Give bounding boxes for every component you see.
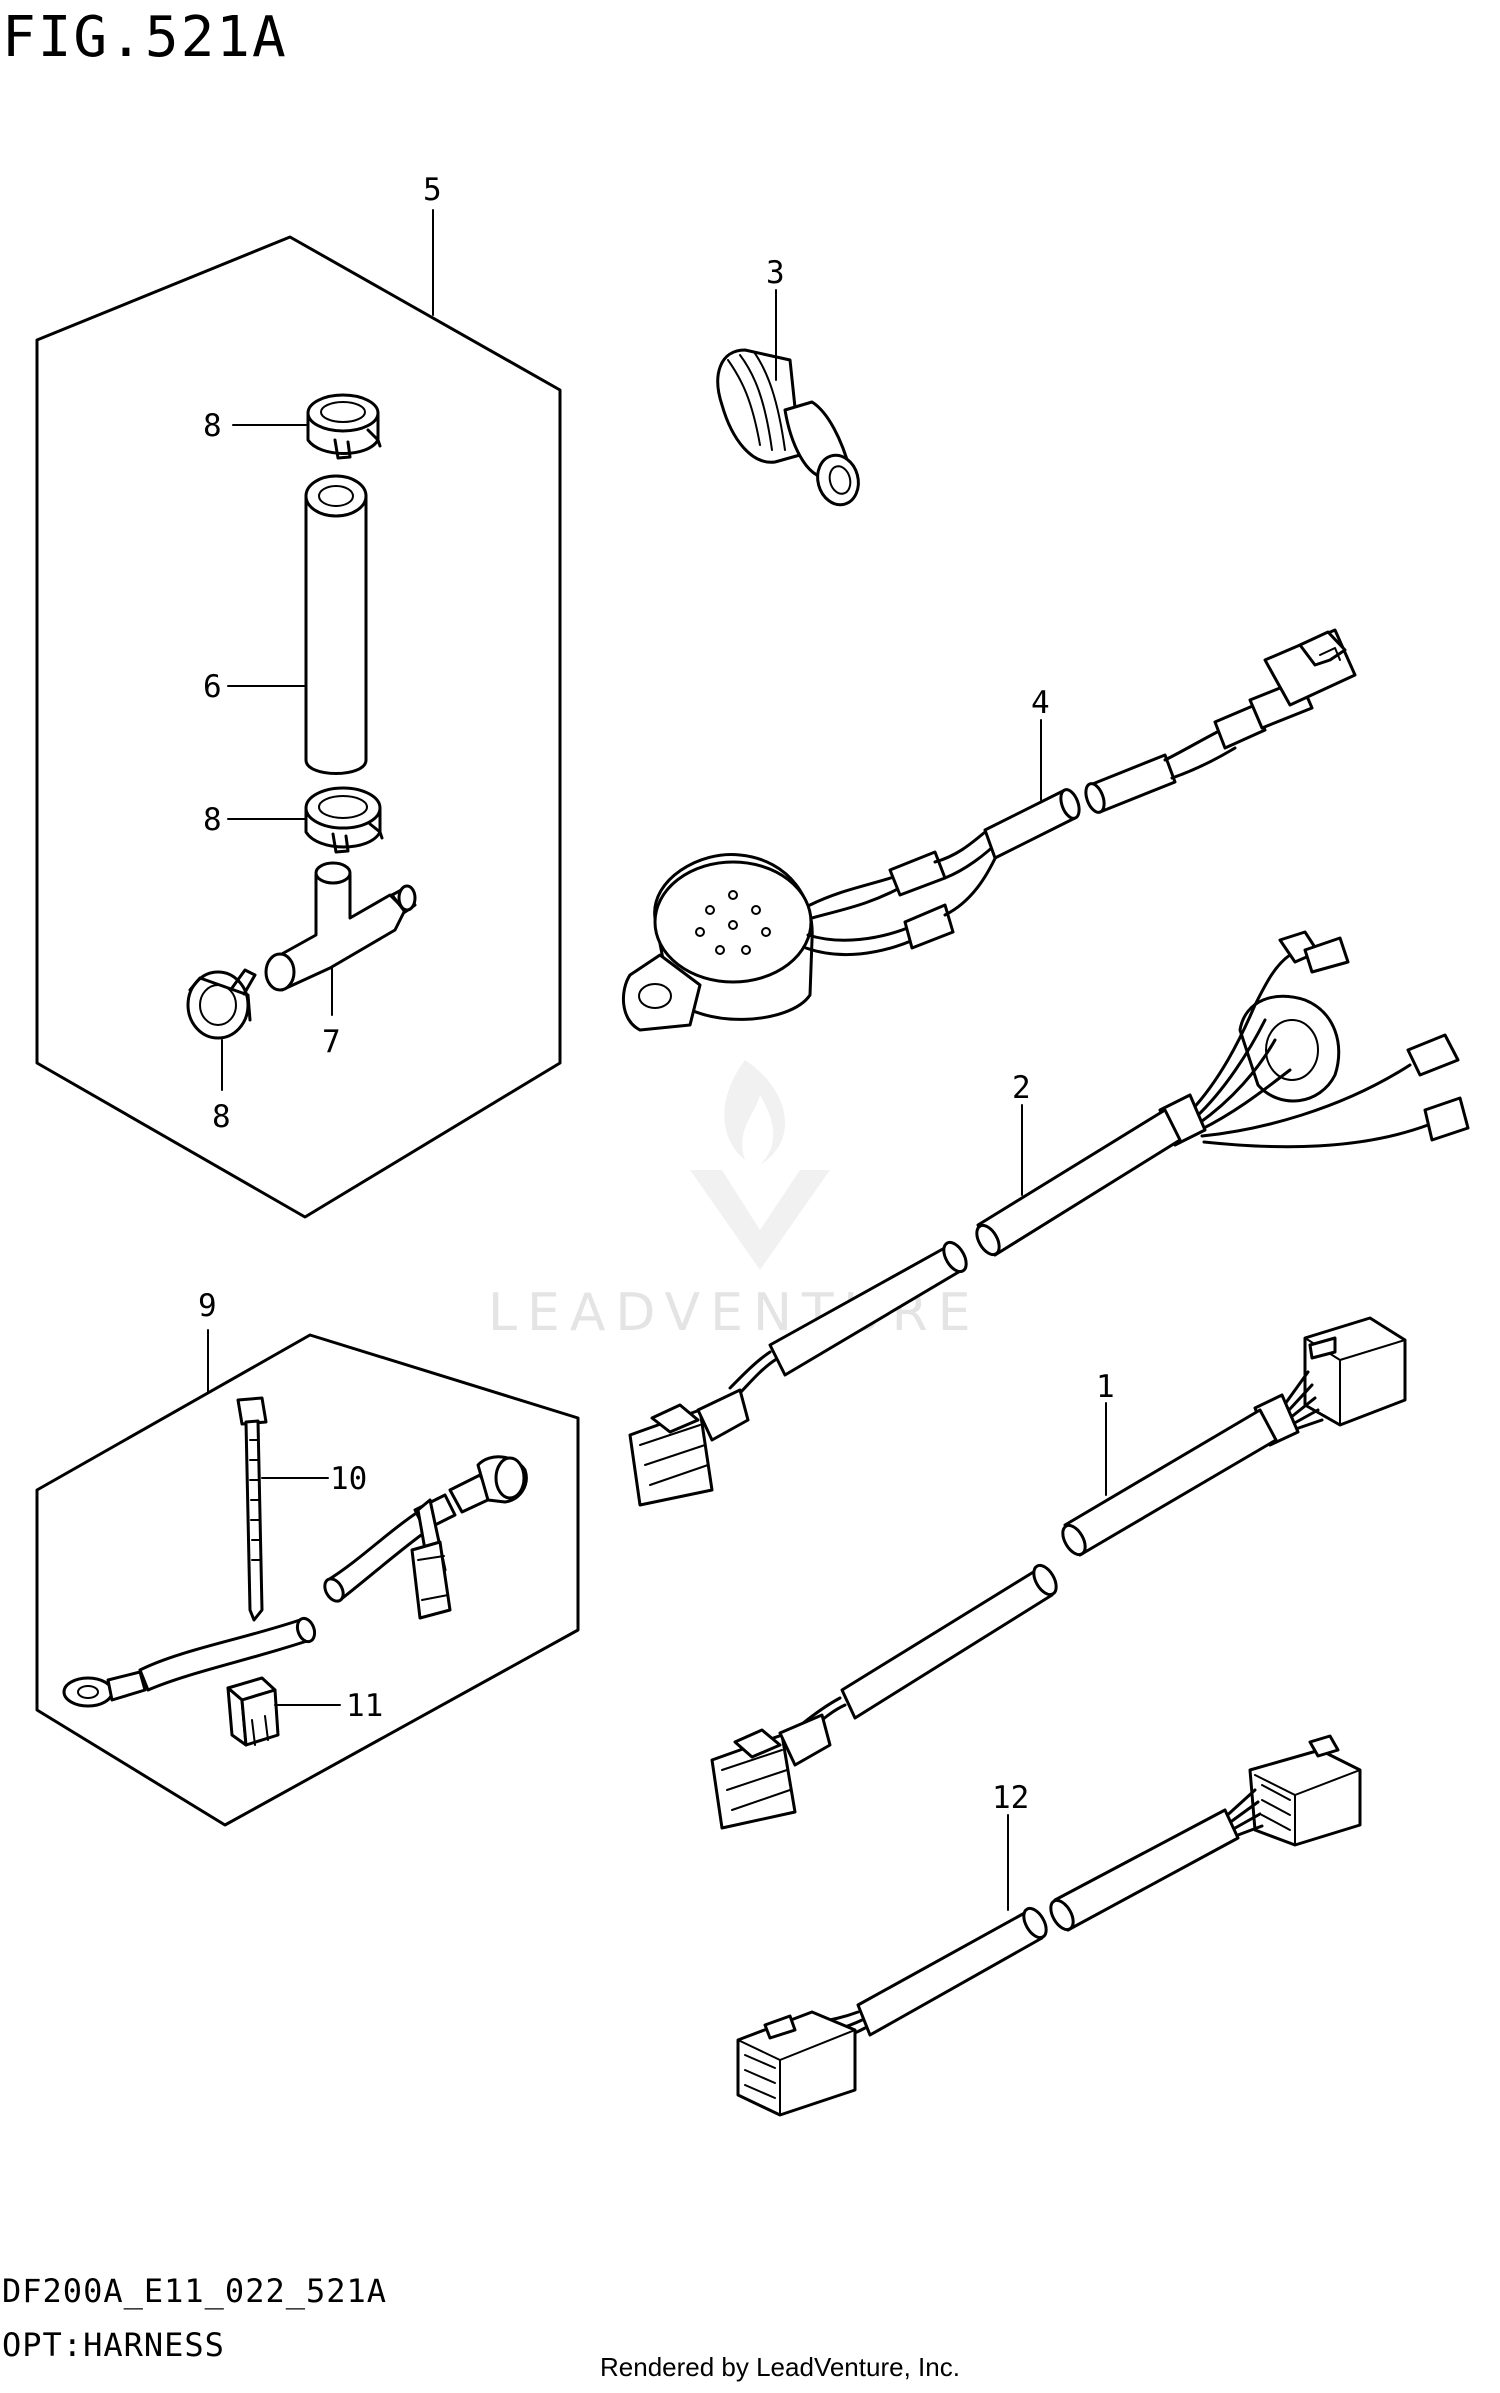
- plug-3: [716, 348, 860, 507]
- callout-2: 2: [1012, 1070, 1031, 1106]
- clamp-8-top: [306, 393, 382, 460]
- callout-9: 9: [198, 1288, 217, 1324]
- callout-10: 10: [330, 1461, 367, 1497]
- hose-6: [304, 474, 368, 775]
- callout-4: 4: [1031, 685, 1050, 721]
- figure-title: FIG.521A: [2, 5, 288, 70]
- harness-1: [710, 1316, 1407, 1830]
- kit-9-outline: [35, 1333, 580, 1827]
- drawing-code: DF200A_E11_022_521A: [2, 2272, 387, 2310]
- t-joint-7: [264, 861, 417, 992]
- kit-5-outline: [35, 235, 562, 1219]
- watermark-logo: [690, 1060, 830, 1270]
- buzzer-harness-4: [621, 628, 1357, 1032]
- callout-3: 3: [766, 255, 785, 291]
- clamp-8-middle: [304, 786, 384, 854]
- callout-1: 1: [1096, 1369, 1115, 1405]
- ground-wire: [62, 1455, 528, 1708]
- callout-8-middle: 8: [203, 802, 222, 838]
- render-credit: Rendered by LeadVenture, Inc.: [600, 2352, 960, 2382]
- section-name: OPT:HARNESS: [2, 2326, 225, 2364]
- harness-2: [628, 930, 1470, 1507]
- callout-12: 12: [992, 1780, 1029, 1816]
- callout-5: 5: [423, 172, 442, 208]
- fuse-11: [226, 1676, 280, 1747]
- clamp-8-bottom: [186, 968, 257, 1040]
- harness-12: [736, 1734, 1362, 2117]
- cable-tie-10: [236, 1396, 268, 1622]
- callout-7: 7: [322, 1024, 341, 1060]
- callout-8-bottom: 8: [212, 1099, 231, 1135]
- callout-11: 11: [346, 1688, 383, 1724]
- callout-6: 6: [203, 669, 222, 705]
- callout-8-top: 8: [203, 408, 222, 444]
